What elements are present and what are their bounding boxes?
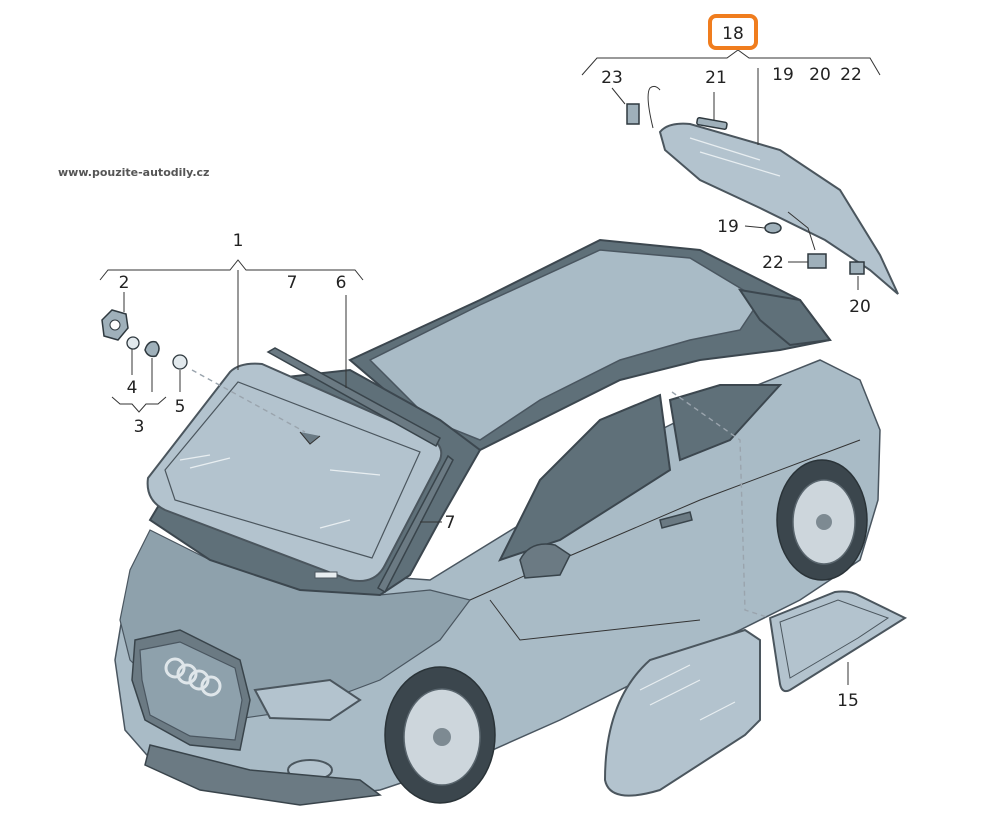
callout-22-top: 22 bbox=[840, 65, 862, 85]
dash-line-5 bbox=[191, 369, 306, 433]
door-window-reflections bbox=[639, 664, 736, 721]
windshield-vin-window bbox=[314, 571, 338, 579]
car-front-door-window bbox=[498, 393, 672, 562]
callout-20-top: 20 bbox=[809, 65, 831, 85]
car-headlight bbox=[253, 678, 362, 722]
callout-7-top: 7 bbox=[287, 273, 298, 293]
quarter-window-glass bbox=[768, 590, 908, 693]
callout-21: 21 bbox=[705, 68, 727, 88]
callout-18: 18 bbox=[722, 24, 744, 44]
callout-5: 5 bbox=[175, 397, 186, 417]
sensor-parts bbox=[101, 309, 188, 370]
car-lower-bumper bbox=[144, 744, 382, 806]
car-illustration bbox=[114, 238, 881, 806]
car-front-hub bbox=[433, 728, 451, 746]
car-rear-quarter-window bbox=[668, 384, 783, 462]
windshield-reflections bbox=[179, 454, 381, 529]
part-23-cable bbox=[647, 85, 661, 129]
callout-19-side: 19 bbox=[717, 217, 739, 237]
windshield-side-seal bbox=[376, 454, 454, 594]
watermark-text: www.pouzite-autodily.cz bbox=[58, 166, 209, 179]
car-door-handle bbox=[659, 511, 693, 529]
windshield-inner-edge bbox=[164, 381, 421, 559]
car-door-line bbox=[489, 599, 701, 641]
car-rear-window bbox=[737, 288, 832, 347]
car-roof bbox=[368, 249, 762, 441]
callout-3: 3 bbox=[134, 417, 145, 437]
rear-window-glass bbox=[658, 122, 899, 295]
part-23-connector bbox=[626, 103, 640, 125]
highlight-box-18 bbox=[708, 14, 758, 50]
windshield-glass bbox=[146, 362, 443, 582]
car-side-mirror bbox=[519, 543, 571, 579]
rear-window-part bbox=[626, 85, 899, 295]
car-rear-hub bbox=[816, 514, 832, 530]
windshield-part bbox=[146, 362, 443, 582]
part-5-clip bbox=[172, 354, 188, 370]
part-19-grommet bbox=[764, 222, 782, 234]
part-20-cap bbox=[849, 261, 865, 275]
car-body-line bbox=[469, 439, 861, 601]
quarter-window-inner-edge bbox=[779, 599, 890, 679]
part-21-strip bbox=[696, 117, 728, 130]
callout-7-side: 7 bbox=[445, 513, 456, 533]
part-22-cable bbox=[787, 211, 816, 251]
part-3-sensor bbox=[144, 340, 160, 358]
callout-19-top: 19 bbox=[772, 65, 794, 85]
callout-20-side: 20 bbox=[849, 297, 871, 317]
windshield-mirror-mount bbox=[299, 431, 321, 445]
callout-23: 23 bbox=[601, 68, 623, 88]
callout-6: 6 bbox=[336, 273, 347, 293]
callout-22-side: 22 bbox=[762, 253, 784, 273]
callout-2: 2 bbox=[119, 273, 130, 293]
windshield-upper-seal bbox=[266, 347, 441, 448]
part-2-hole bbox=[109, 319, 121, 331]
part-4-ring bbox=[126, 336, 140, 350]
rear-window-reflections bbox=[689, 137, 781, 177]
callout-15: 15 bbox=[837, 691, 859, 711]
part-22-connector bbox=[807, 253, 827, 269]
door-window-glass bbox=[603, 628, 761, 797]
callout-4: 4 bbox=[127, 378, 138, 398]
callout-labels: 1 2 3 4 5 6 7 7 15 18 19 20 22 21 23 19 … bbox=[119, 24, 871, 711]
car-logo-rings bbox=[164, 657, 222, 697]
callout-1: 1 bbox=[233, 231, 244, 251]
